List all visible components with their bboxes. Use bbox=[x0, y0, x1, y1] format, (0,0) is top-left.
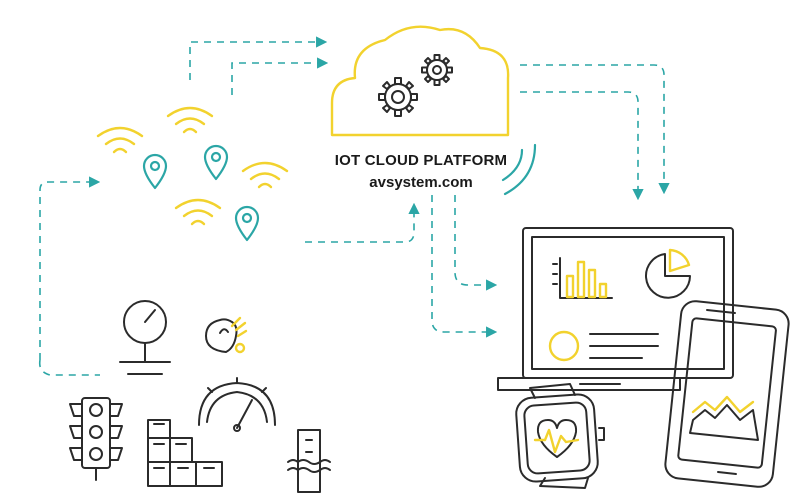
wifi-icon bbox=[166, 106, 214, 134]
screen-list bbox=[548, 330, 659, 362]
cloud-platform-title: IOT CLOUD PLATFORM bbox=[335, 152, 507, 169]
flow-arrow-devices-to-sensors bbox=[38, 182, 100, 376]
laptop-icon bbox=[497, 227, 734, 391]
flow-arrow-cloud-to-screen-a bbox=[520, 64, 670, 195]
flow-arrow-sensors-to-cloud-mid bbox=[231, 57, 329, 95]
boxes-icon bbox=[147, 419, 223, 487]
flow-arrow-cloud-to-laptop-b bbox=[431, 195, 498, 338]
flow-arrow-sensors-to-cloud-top bbox=[189, 36, 328, 80]
flow-arrow-sensors-to-cloud-bottom bbox=[305, 202, 420, 243]
gauge-icon bbox=[119, 300, 171, 375]
smartphone-icon bbox=[664, 300, 790, 488]
water-level-icon bbox=[287, 429, 331, 493]
location-pin-icon bbox=[234, 205, 260, 242]
traffic-light-icon bbox=[69, 397, 123, 481]
wifi-icon bbox=[174, 198, 222, 226]
location-pin-icon bbox=[203, 144, 229, 181]
screen-bar-chart bbox=[552, 257, 613, 299]
flow-arrows bbox=[38, 36, 670, 376]
cloud-platform-url: avsystem.com bbox=[369, 174, 472, 191]
speedometer-icon bbox=[198, 377, 276, 432]
gears-icon bbox=[378, 54, 453, 117]
flow-arrow-cloud-to-laptop-a bbox=[454, 195, 498, 291]
screen-pie-chart bbox=[645, 248, 691, 299]
location-pin-icon bbox=[142, 153, 168, 190]
signal-arcs bbox=[501, 143, 537, 196]
flame-icon bbox=[205, 316, 248, 354]
flow-arrow-cloud-to-screen-b bbox=[520, 91, 644, 201]
wifi-icon bbox=[96, 126, 144, 154]
cloud-icon bbox=[330, 25, 510, 137]
smartwatch-icon bbox=[515, 383, 605, 489]
wifi-icon bbox=[241, 161, 289, 189]
